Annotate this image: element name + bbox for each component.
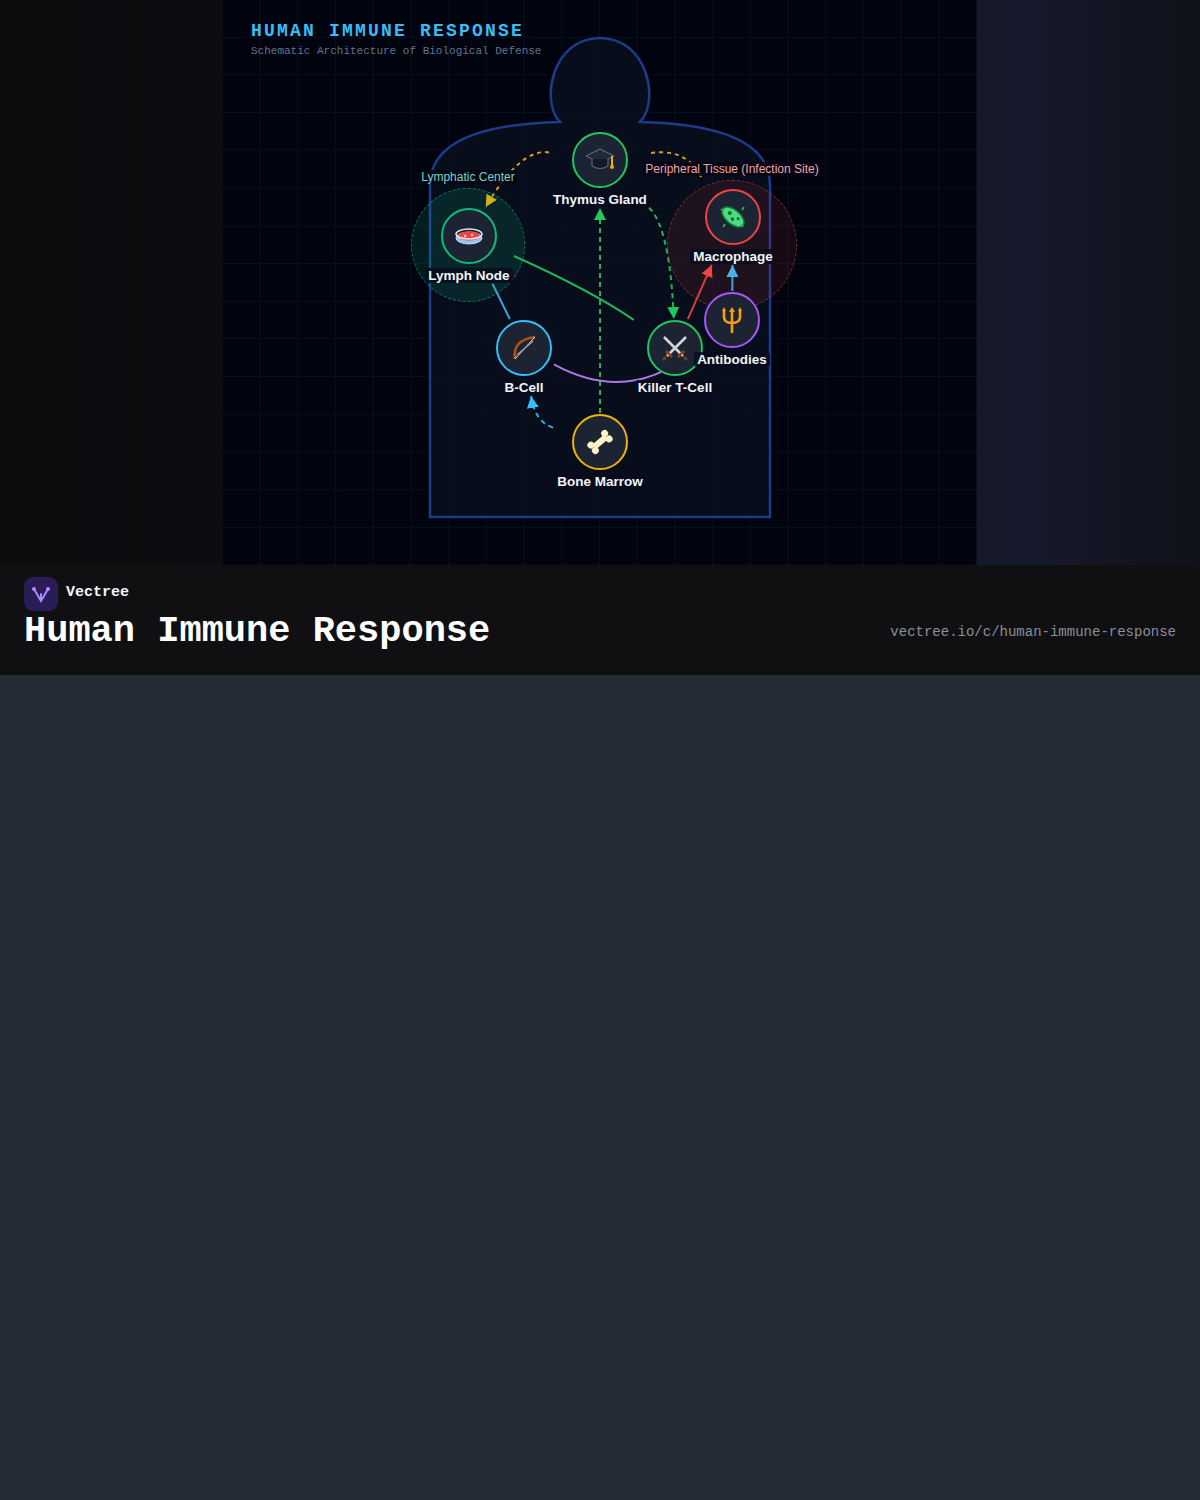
cell-node: B-Cell [495,320,553,395]
diagram-title: HUMAN IMMUNE RESPONSE [251,21,524,41]
page-url: vectree.io/c/human-immune-response [890,624,1176,640]
cell-label: Killer T-Cell [635,380,716,395]
cell-node: Macrophage [690,189,776,264]
subtitle: Schematic Architecture of Biological Def… [251,45,541,57]
cell-circle [441,208,497,264]
region-label: Lymphatic Center [419,170,517,184]
brand-name: Vectree [66,584,129,601]
connector [599,208,601,413]
cell-circle [705,189,761,245]
cell-node: Thymus Gland [550,132,650,207]
cell-icon [584,144,616,176]
cell-icon [659,332,691,364]
cell-label: Antibodies [694,352,770,367]
connector [514,256,634,320]
cell-icon [453,220,485,252]
cell-circle [572,414,628,470]
cell-circle [496,320,552,376]
cell-label: Macrophage [690,249,776,264]
brand-logo [24,577,58,611]
region-circle: Lymphatic CenterLymph Node [411,188,525,302]
cell-node: Antibodies [694,292,770,367]
cell-node: Bone Marrow [554,414,646,489]
cell-icon [716,304,748,336]
cell-label: B-Cell [495,380,553,395]
cell-circle [647,320,703,376]
cell-icon [717,201,749,233]
cell-icon [508,332,540,364]
region-label: Peripheral Tissue (Infection Site) [643,162,820,176]
cell-label: Thymus Gland [550,192,650,207]
cell-label: Bone Marrow [554,474,646,489]
page-title: Human Immune Response [24,610,490,652]
cell-circle [704,292,760,348]
cell-icon [584,426,616,458]
cell-label: Lymph Node [425,268,513,283]
region-circle: Peripheral Tissue (Infection Site)Macrop… [667,180,797,310]
connector [531,396,553,428]
cell-circle [572,132,628,188]
cell-node: Lymph Node [425,208,513,283]
